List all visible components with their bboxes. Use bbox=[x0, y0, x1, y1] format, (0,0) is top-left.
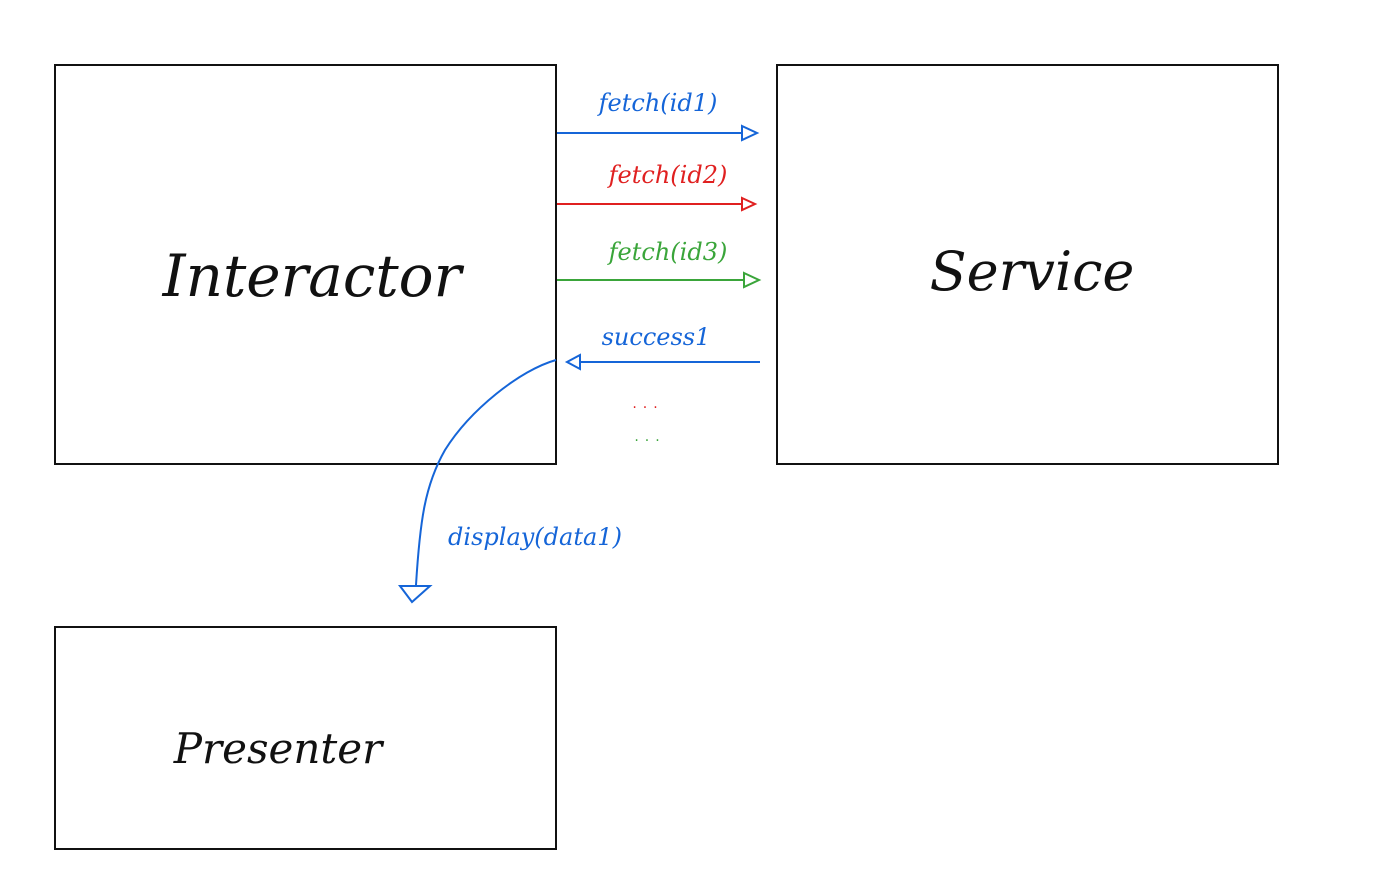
success1-edge: success1 bbox=[564, 323, 760, 371]
fetch-id2-edge: fetch(id2) bbox=[557, 161, 758, 212]
presenter-node: Presenter bbox=[54, 626, 557, 850]
fetch-id1-edge: fetch(id1) bbox=[557, 89, 760, 142]
success1-arrowhead bbox=[564, 353, 581, 371]
display-label: display(data1) bbox=[448, 523, 622, 551]
success1-label: success1 bbox=[602, 323, 711, 351]
service-label: Service bbox=[930, 240, 1135, 303]
service-box bbox=[776, 64, 1279, 465]
fetch-id2-arrowhead bbox=[741, 196, 758, 212]
fetch-id3-edge: fetch(id3) bbox=[557, 238, 762, 289]
fetch-id3-arrowhead bbox=[743, 271, 762, 289]
fetch-id3-label: fetch(id3) bbox=[607, 238, 728, 266]
red-ellipsis: ... bbox=[632, 396, 663, 412]
fetch-id2-label: fetch(id2) bbox=[607, 161, 728, 189]
display-curve bbox=[415, 359, 557, 586]
presenter-label: Presenter bbox=[173, 724, 385, 773]
interactor-box bbox=[54, 64, 557, 465]
fetch-id1-arrowhead bbox=[741, 124, 760, 142]
service-node: Service bbox=[776, 64, 1279, 465]
display-arrowhead bbox=[398, 585, 433, 604]
green-ellipsis: ... bbox=[634, 429, 665, 445]
presenter-box bbox=[54, 626, 557, 850]
display-edge: display(data1) bbox=[398, 359, 622, 604]
interactor-label: Interactor bbox=[162, 242, 465, 310]
interactor-node: Interactor bbox=[54, 64, 557, 465]
fetch-id1-label: fetch(id1) bbox=[597, 89, 718, 117]
